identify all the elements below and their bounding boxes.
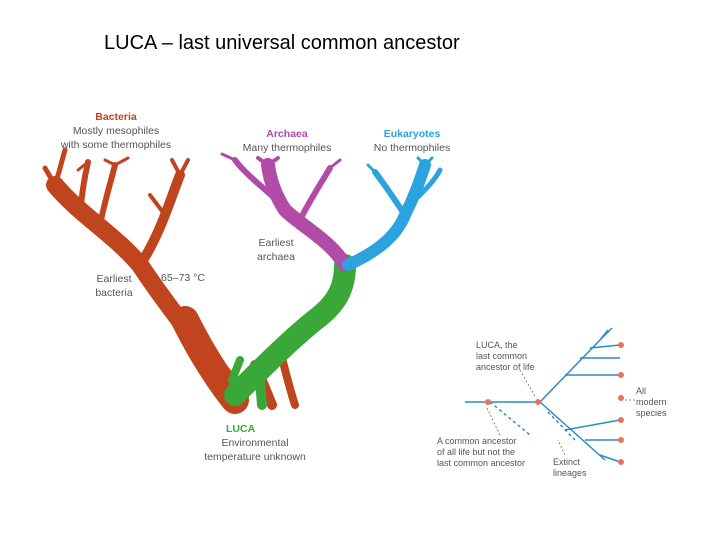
temperature-label: 65–73 °C [161,272,205,284]
earliest-bacteria-line1: Earliest [96,273,132,285]
inset-ancestor-line3: last common ancestor [437,458,526,468]
luca-line2: temperature unknown [204,451,306,463]
earliest-archaea-line1: Earliest [258,237,294,249]
archaea-label: Archaea Many thermophiles [232,127,342,155]
inset-modern-line3: species [636,408,667,418]
inset-modern-line1: All [636,386,647,396]
inset-luca-line1: LUCA, the [476,340,518,350]
earliest-archaea-label: Earliest archaea [248,236,304,264]
luca-label: LUCA Environmental temperature unknown [190,422,320,464]
inset-luca-line3: ancestor of life [476,362,535,372]
luca-line1: Environmental [221,437,289,449]
archaea-title: Archaea [266,128,308,140]
bacteria-line1: Mostly mesophiles [72,125,160,137]
inset-ancestor-line2: of all life but not the [437,447,516,457]
inset-extinct-line1: Extinct [553,457,581,467]
earliest-bacteria-line2: bacteria [95,287,133,299]
eukaryotes-line1: No thermophiles [373,142,451,154]
eukaryotes-title: Eukaryotes [383,128,441,140]
bacteria-title: Bacteria [95,111,137,123]
inset-modern-line2: modern [636,397,667,407]
inset-ancestor-label: A common ancestor of all life but not th… [437,436,525,469]
bacteria-label: Bacteria Mostly mesophiles with some the… [52,110,180,152]
inset-ancestor-line1: A common ancestor [437,436,517,446]
inset-extinct-label: Extinct lineages [553,457,587,479]
inset-modern-label: All modern species [636,386,667,419]
earliest-bacteria-label: Earliest bacteria [84,272,144,300]
eukaryotes-label: Eukaryotes No thermophiles [362,127,462,155]
luca-title: LUCA [226,423,256,435]
archaea-line1: Many thermophiles [242,142,332,154]
page-title: LUCA – last universal common ancestor [104,32,460,54]
inset-lineage-diagram [465,327,621,463]
inset-luca-label: LUCA, the last common ancestor of life [476,340,535,373]
earliest-archaea-line2: archaea [257,251,295,263]
inset-extinct-line2: lineages [553,468,587,478]
bacteria-line2: with some thermophiles [60,139,172,151]
inset-luca-line2: last common [476,351,528,361]
